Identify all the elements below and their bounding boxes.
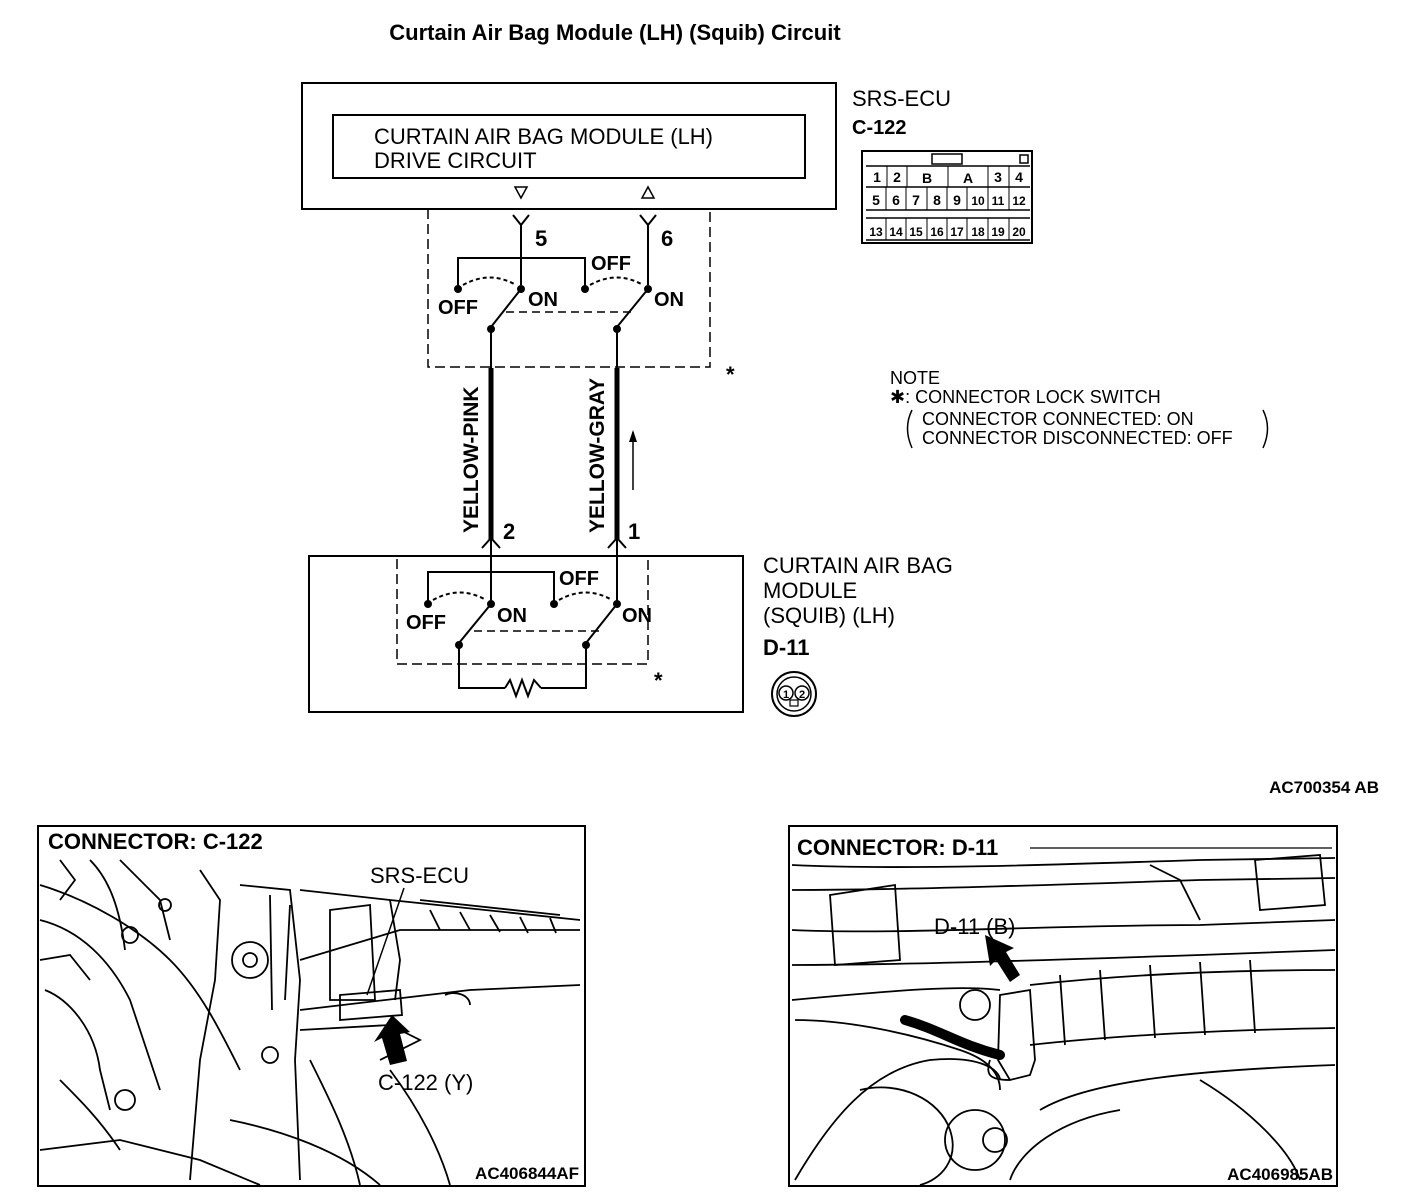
c122-connector-face (861, 150, 1033, 244)
output-triangle (513, 186, 529, 200)
module-lock-asterisk: * (654, 668, 663, 693)
pin-label: 11 (992, 194, 1005, 208)
pin-label: 6 (892, 192, 900, 208)
ecu-name: SRS-ECU (852, 86, 951, 111)
pin-label: B (922, 170, 932, 186)
module-switch (424, 571, 621, 689)
pin-label: 16 (930, 225, 944, 239)
module-lock-switch-boundary (396, 555, 649, 665)
note-line3: CONNECTOR DISCONNECTED: OFF (922, 428, 1233, 448)
pin-label: 3 (994, 169, 1002, 185)
pin-label: 20 (1012, 225, 1026, 239)
pin-label: 13 (869, 225, 883, 239)
ecu-lock-asterisk: * (726, 362, 735, 387)
note-line2: CONNECTOR CONNECTED: ON (922, 409, 1194, 429)
module-pin-1: 1 (628, 519, 640, 544)
module-connector-id: D-11 (763, 635, 809, 660)
photo-d11-connector: D-11 (B) (934, 914, 1016, 939)
d11-connector-face (771, 671, 817, 717)
photo-d11 (788, 825, 1338, 1187)
pin1-terminal (607, 536, 627, 604)
photo-c122-part: SRS-ECU (370, 863, 469, 888)
diagram-code: AC700354 AB (1269, 778, 1379, 797)
photo-d11-code: AC406985AB (1227, 1165, 1333, 1184)
pin-label: 9 (953, 192, 961, 208)
ecu-box (301, 82, 837, 210)
switch-off-label: OFF (559, 568, 599, 590)
switch-off-label: OFF (438, 297, 478, 319)
squib-resistor (504, 677, 542, 699)
photo-c122 (37, 825, 586, 1187)
note-bracket-left (906, 409, 913, 449)
switch-on-label: ON (622, 605, 652, 627)
drive-circuit-box (332, 114, 806, 179)
photo-c122-label: CONNECTOR: C-122 (48, 829, 263, 854)
photo-c122-connector: C-122 (Y) (378, 1070, 473, 1095)
note-line1: ✱: CONNECTOR LOCK SWITCH (890, 387, 1161, 407)
note-heading: NOTE (890, 368, 940, 388)
pin-label: 17 (950, 225, 964, 239)
pin-label: A (963, 170, 973, 186)
module-label-line3: (SQUIB) (LH) (763, 603, 895, 628)
page-title: Curtain Air Bag Module (LH) (Squib) Circ… (389, 20, 841, 45)
pin-label: 4 (1015, 169, 1023, 185)
pin-label: 19 (991, 225, 1005, 239)
switch-off-label: OFF (591, 253, 631, 275)
input-triangle (640, 185, 656, 199)
current-arrow (629, 430, 637, 490)
module-label-line2: MODULE (763, 578, 857, 603)
switch-on-label: ON (497, 605, 527, 627)
switch-off-label: OFF (406, 612, 446, 634)
pin-label: 14 (889, 225, 903, 239)
ecu-lock-switch-boundary (427, 209, 711, 368)
pin-label: 15 (909, 225, 923, 239)
pin-label: 5 (872, 192, 880, 208)
module-label-line1: CURTAIN AIR BAG (763, 553, 953, 578)
d11-pin-2: 2 (799, 689, 805, 701)
pin-label: 18 (971, 225, 985, 239)
pin-label: 12 (1012, 194, 1026, 208)
pin-label: 1 (873, 169, 881, 185)
d11-pin-1: 1 (783, 689, 789, 701)
drive-circuit-line2: DRIVE CIRCUIT (374, 148, 537, 173)
ecu-connector-id: C-122 (852, 117, 906, 139)
pin5-terminal (512, 214, 530, 285)
pin-label: 7 (912, 192, 920, 208)
c122-pin-labels: 1 2 B A 3 4 5 6 7 8 9 10 11 12 13 14 15 … (869, 169, 1026, 239)
switch-on-label: ON (654, 289, 684, 311)
wire-color-left: YELLOW-PINK (460, 386, 483, 533)
pin6-terminal (639, 214, 657, 285)
pin-label: 2 (893, 169, 901, 185)
photo-c122-code: AC406844AF (475, 1164, 579, 1183)
pin-label: 10 (971, 194, 985, 208)
wire-color-right: YELLOW-GRAY (586, 378, 609, 533)
switch-on-label: ON (528, 289, 558, 311)
drive-circuit-line1: CURTAIN AIR BAG MODULE (LH) (374, 124, 713, 149)
ecu-pin-6: 6 (661, 226, 673, 251)
photo-d11-label: CONNECTOR: D-11 (797, 835, 998, 860)
module-pin-2: 2 (503, 519, 515, 544)
note-bracket-right (1262, 409, 1269, 449)
ecu-pin-5: 5 (535, 226, 547, 251)
pin-label: 8 (933, 192, 941, 208)
